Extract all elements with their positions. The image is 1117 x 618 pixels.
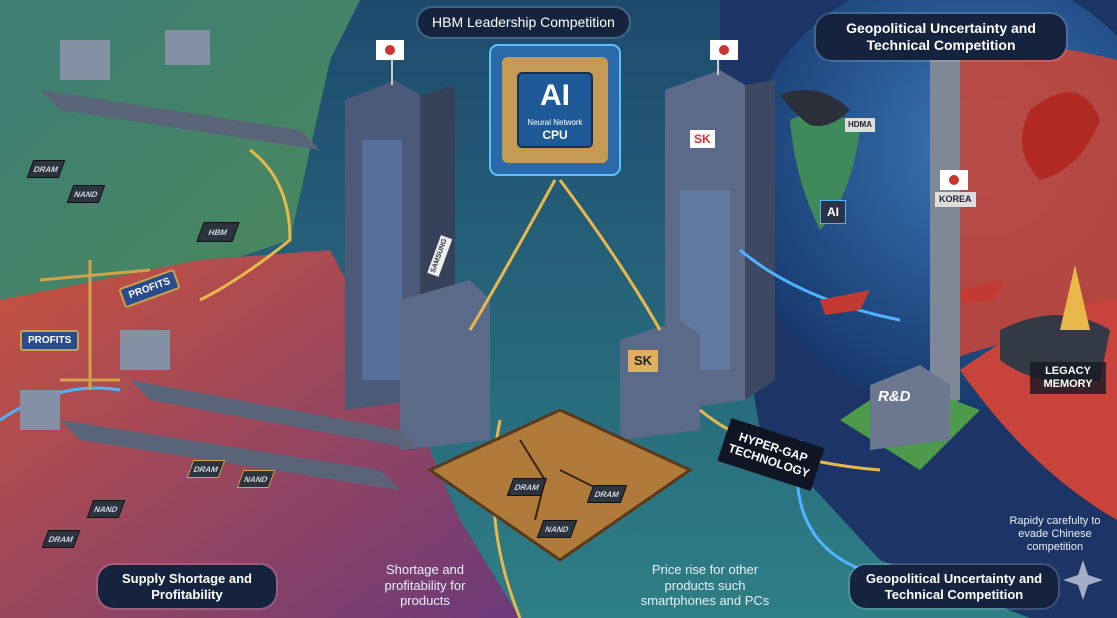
dram-chip: DRAM <box>26 160 66 178</box>
right-title: Geopolitical Uncertainty and Technical C… <box>816 14 1066 60</box>
hbm-chip: HBM <box>196 222 240 242</box>
cracked-chip: DRAM <box>586 485 628 503</box>
rnd-building <box>870 365 950 450</box>
korea-flag-icon <box>940 170 968 190</box>
korea-flag-icon <box>376 40 404 85</box>
cracked-chip: DRAM <box>506 478 548 496</box>
rnd-label: R&D <box>878 388 911 405</box>
center-title: HBM Leadership Competition <box>418 8 629 37</box>
korea-flag-icon <box>710 40 738 75</box>
cracked-ground <box>426 408 694 562</box>
ai-chip: AI <box>820 200 846 225</box>
nand-chip: NAND <box>66 185 106 203</box>
dram-chip: DRAM <box>186 460 226 478</box>
dragon-icon <box>1022 92 1100 180</box>
hdma-label: HDMA <box>845 118 875 132</box>
great-wall <box>930 20 960 410</box>
sk-box: SK <box>628 350 659 372</box>
cargo-ship <box>820 290 870 315</box>
sk-logo: SK <box>690 130 715 149</box>
sparkle-icon <box>1063 560 1103 600</box>
conveyor-top <box>40 90 320 150</box>
cpu-line1: Neural Network <box>527 118 583 127</box>
dram-chip: DRAM <box>41 530 81 548</box>
cracked-chip: NAND <box>536 520 578 538</box>
sk-tower <box>620 70 775 440</box>
conveyor-bottom <box>60 420 400 490</box>
center-caption-left: Shortage and profitability for products <box>384 562 466 609</box>
legacy-memory-label: LEGACY MEMORY <box>1030 362 1106 395</box>
samsung-tower <box>345 80 490 450</box>
balance-scale <box>39 260 151 390</box>
right-note: Rapidy carefulty to evade Chinese compet… <box>1009 515 1101 554</box>
cpu-ai-text: AI <box>540 79 570 112</box>
right-caption: Geopolitical Uncertainty and Technical C… <box>850 565 1058 609</box>
eagle-icon <box>780 90 850 126</box>
center-caption-right: Price rise for other products such smart… <box>640 562 770 609</box>
korea-label: KOREA <box>935 192 976 207</box>
profits-sign: PROFITS <box>20 330 80 351</box>
cpu-line2: CPU <box>542 128 568 142</box>
factory <box>60 40 110 80</box>
cargo-ship <box>960 280 1005 303</box>
nand-chip: NAND <box>86 500 126 518</box>
nand-chip: NAND <box>236 470 276 488</box>
arrow-up-icon <box>1060 265 1090 330</box>
left-caption: Supply Shortage and Profitability <box>98 565 276 609</box>
